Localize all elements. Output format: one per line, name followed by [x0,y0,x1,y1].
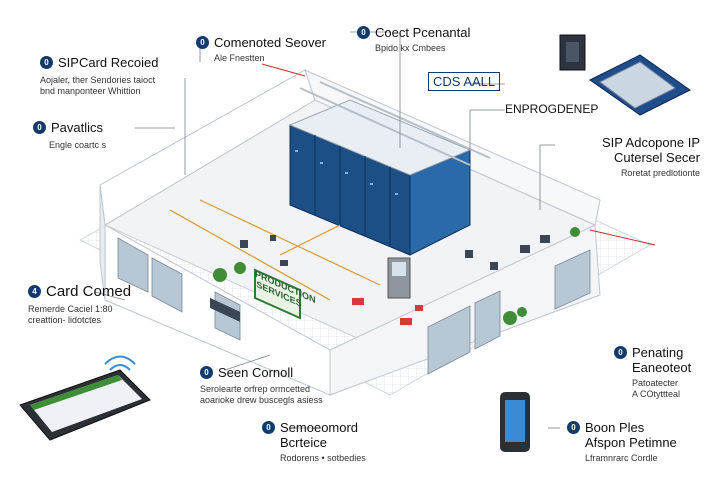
callout-sip-adcopone: SIP Adcopone IP Cutersel Secer Roretat p… [560,135,700,179]
callout-text: Remerde Caciel 1:80 [28,304,113,314]
number-badge: 0 [196,36,209,49]
callout-sip-card-record: 0 SIPCard Recoied Aojaler, ther Sendorie… [40,55,158,97]
callout-text: Ale Fnestten [214,53,265,63]
number-badge: 0 [357,26,370,39]
callout-text: Patoatecter [632,378,679,388]
callout-title-2: Cutersel Secer [614,150,700,165]
callout-title: Pavatlics [51,120,104,135]
tablet [19,369,151,441]
callout-comenoted-seover: 0 Comenoted Seover Ale Fnestten [196,35,326,64]
callout-semoeomord: 0 Semoeomord Bcrteice Rodorens • sotbedi… [262,420,366,464]
number-badge: 0 [200,366,213,379]
callout-text: Serolearte orfrep ormcetted [200,384,311,394]
enprogdenep-label: ENPROGDENEP [505,102,599,116]
number-badge: 0 [614,346,627,359]
callout-text: creattion- lidotctes [28,315,102,325]
callout-title-2: Eaneoteot [632,360,692,375]
callout-title: SIP Adcopone IP [601,135,700,150]
callout-text: aoarioke drew buscegls asiess [200,395,323,405]
number-badge: 4 [28,285,41,298]
mobile-phone [500,392,530,452]
red-chairs [352,298,423,325]
connector-lines-red [261,63,656,246]
number-badge: 0 [262,421,275,434]
kiosk [387,257,411,299]
callout-text: Bpido kx Cmbees [375,43,446,53]
callout-card-comed: 4 Card Comed Remerde Caciel 1:80 creatti… [28,284,131,326]
floor-cables [169,199,381,301]
rack-appliance [559,34,586,71]
circuit-board [589,54,691,116]
callout-title: Semoeomord [280,420,359,435]
callout-text: Lframnrarc Cordle [585,453,658,463]
callout-text: Aojaler, ther Sendories taioct [40,75,156,85]
callout-penating: 0 Penating Eaneoteot Patoatecter A COtyt… [614,345,691,400]
callout-seen-cornoll: 0 Seen Cornoll Serolearte orfrep ormcett… [200,365,323,406]
callout-title: Coect Pcenantal [375,25,471,40]
ceiling-rails [299,81,491,166]
callout-coect-pcenantal: 0 Coect Pcenantal Bpido kx Cmbees [357,25,470,54]
number-badge: 0 [567,421,580,434]
windows-front-right [427,249,591,375]
callout-boon-ples: 0 Boon Ples Afspon Petimne Lframnrarc Co… [567,420,677,464]
server-room [288,99,472,256]
desks [210,235,550,322]
callout-title: SIPCard Recoied [58,55,159,70]
wifi-icon [104,355,136,371]
plants [213,227,580,325]
callout-pavatlics: 0 Pavatlics Engle coartc s [33,120,106,151]
callout-title: Seen Cornoll [218,365,294,380]
callout-text: Roretat predlotionte [620,168,700,178]
wall-sign [254,268,301,320]
number-badge: 0 [40,56,53,69]
callout-title: Boon Ples [585,420,645,435]
callout-title: Card Comed [46,283,132,300]
callout-text: A COtyttteal [632,389,681,399]
cds-aall-label: CDS AALL [428,72,501,91]
callout-text: Rodorens • sotbedies [280,453,366,463]
number-badge: 0 [33,121,46,134]
callout-title-2: Afspon Petimne [585,435,677,450]
callout-text: bnd manponteer Whittion [40,86,141,96]
callout-text: Engle coartc s [49,140,107,150]
callout-title-2: Bcrteice [280,435,327,450]
callout-title: Comenoted Seover [214,35,327,50]
connector-lines [94,31,560,429]
callout-title: Penating [632,345,684,360]
